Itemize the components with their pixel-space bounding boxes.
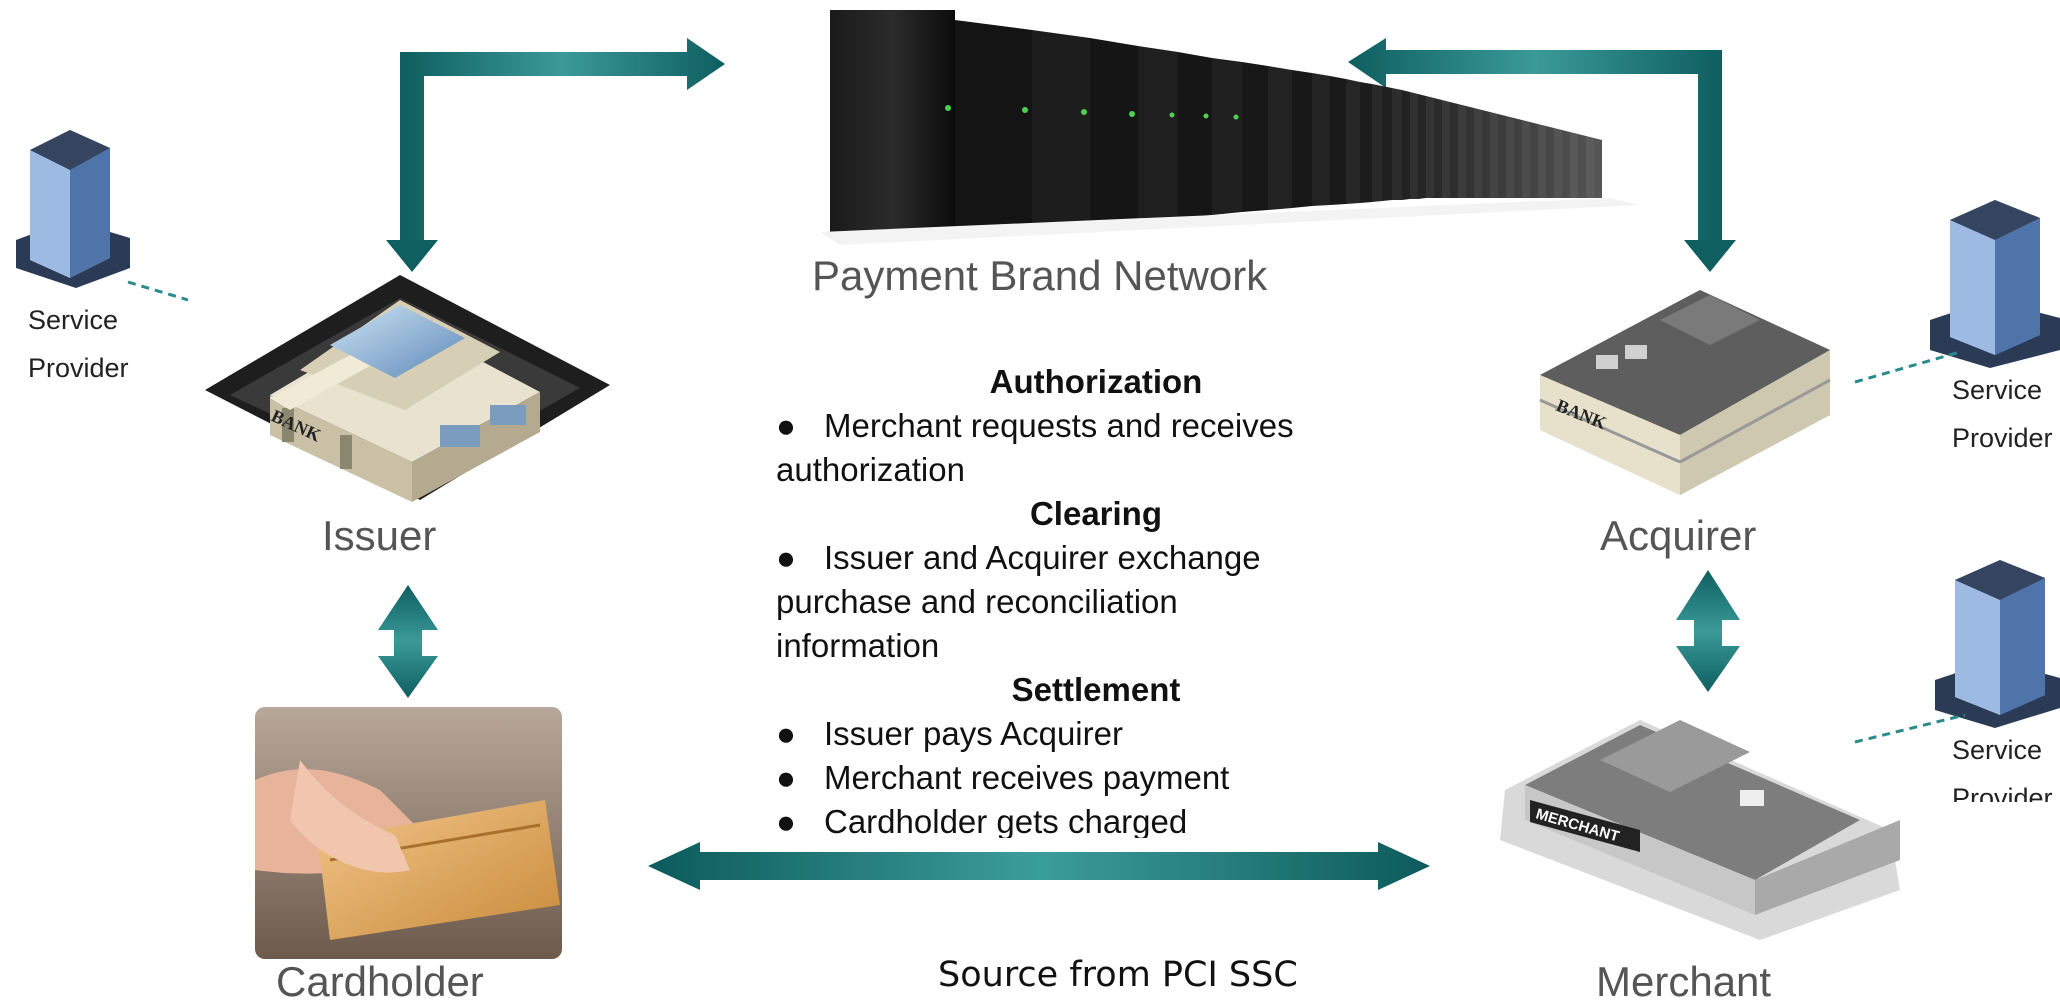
authorization-heading: Authorization (989, 363, 1203, 400)
service-provider-label-right-bottom: Service Provider (1952, 735, 2053, 802)
service-provider-label-right-top: Service Provider (1952, 375, 2053, 453)
issuer-label: Issuer (322, 512, 437, 559)
cardholder-photo (255, 707, 562, 959)
dashed-link-left (127, 280, 189, 302)
network-label: Payment Brand Network (812, 252, 1268, 299)
arrow-network-acquirer (1348, 38, 1736, 272)
cardholder-label: Cardholder (276, 958, 484, 1005)
authorization-item: ●Merchant requests and receives (776, 407, 1294, 444)
service-provider-building-left (16, 130, 130, 288)
process-description: Authorization ●Merchant requests and rec… (776, 360, 1456, 838)
service-provider-label-left: Service Provider (28, 305, 129, 383)
acquirer-label: Acquirer (1600, 512, 1757, 559)
service-provider-building-right-bottom (1935, 560, 2060, 728)
merchant-label: Merchant (1596, 958, 1772, 1005)
service-provider-building-right-top (1930, 200, 2060, 368)
settlement-item-2: ●Merchant receives payment (776, 759, 1230, 796)
clearing-item-cont-1: purchase and reconciliation (776, 583, 1178, 620)
clearing-heading: Clearing (1029, 495, 1163, 532)
arrow-issuer-network (386, 38, 725, 272)
merchant-building-image: MERCHANT (1500, 720, 1900, 940)
settlement-heading: Settlement (1011, 671, 1181, 708)
server-rack-image (820, 10, 1640, 245)
acquirer-bank-image: BANK (1539, 290, 1831, 495)
issuer-bank-image: BANK (205, 275, 610, 502)
arrow-cardholder-merchant (648, 842, 1430, 890)
dashed-link-right-bottom (1854, 713, 1966, 744)
settlement-item-1: ●Issuer pays Acquirer (776, 715, 1123, 752)
arrow-issuer-cardholder (378, 585, 438, 698)
dashed-link-right-top (1854, 350, 1961, 384)
clearing-item-cont-2: information (776, 627, 940, 664)
arrow-acquirer-merchant (1676, 570, 1740, 692)
settlement-item-3: ●Cardholder gets charged (776, 803, 1188, 838)
authorization-item-cont: authorization (776, 451, 965, 488)
clearing-item: ●Issuer and Acquirer exchange (776, 539, 1261, 576)
source-caption: Source from PCI SSC (938, 955, 1298, 995)
